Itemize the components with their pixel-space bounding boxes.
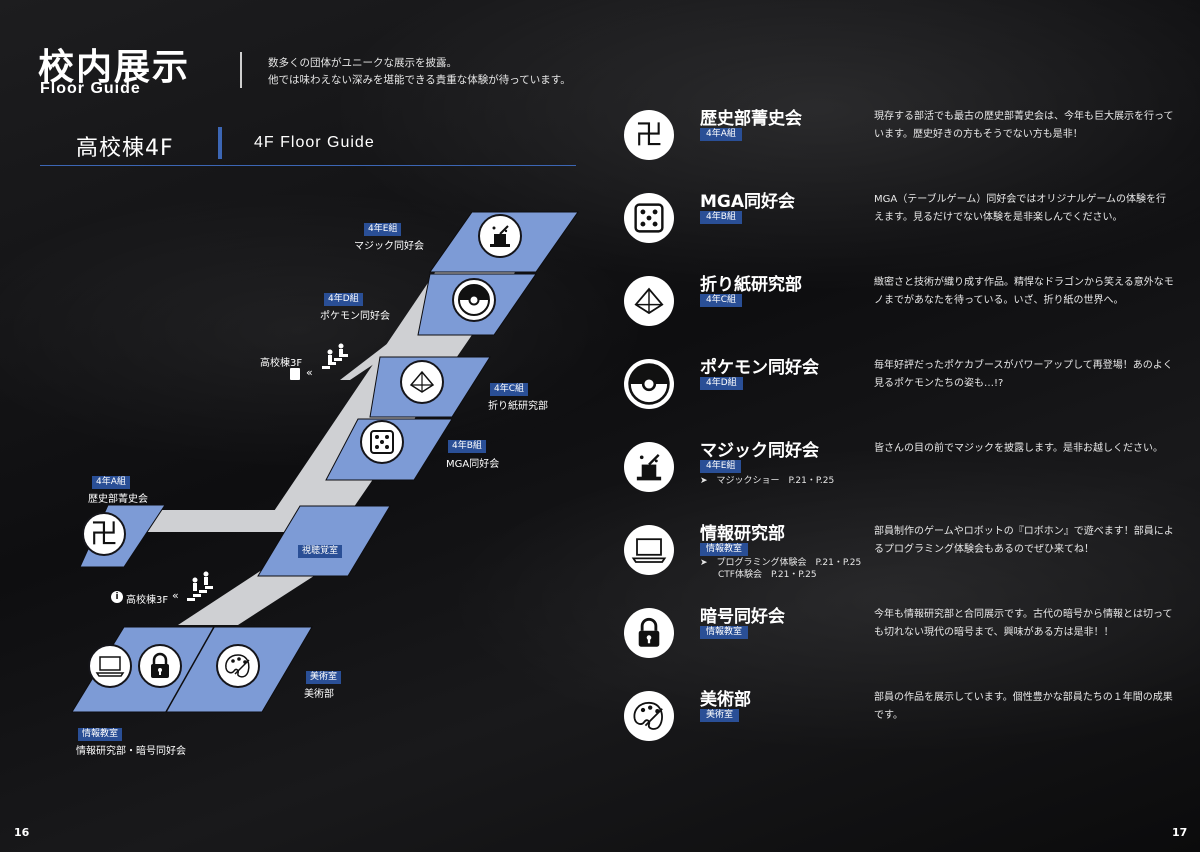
magic-hat-icon xyxy=(478,214,522,258)
club-tag: 4年B組 xyxy=(700,211,742,224)
map-tag-4a: 4年A組 xyxy=(92,476,130,489)
club-desc: 今年も情報研究部と合同展示です。古代の暗号から情報とは切っても切れない現代の暗号… xyxy=(874,609,1173,638)
club-desc: 部員の作品を展示しています。個性豊かな部員たちの１年間の成果です。 xyxy=(874,692,1173,721)
club-pokemon[interactable]: ポケモン同好会 4年D組 毎年好評だったポケカブースがパワーアップして再登場！あ… xyxy=(624,358,1184,435)
club-desc: 毎年好評だったポケカブースがパワーアップして再登場！あのよく見るポケモンたちの姿… xyxy=(874,360,1173,389)
club-tag: 4年C組 xyxy=(700,294,743,307)
info-sign-icon xyxy=(290,368,300,380)
stairs-upper-label: 高校棟3F xyxy=(260,358,303,369)
map-tag-art: 美術室 xyxy=(306,671,342,684)
club-tag: 美術室 xyxy=(700,709,740,722)
club-desc: 現存する部活でも最古の歴史部菁史会は、今年も巨大展示を行っています。歴史好きの方… xyxy=(874,111,1174,140)
intro-line-2: 他では味わえない深みを堪能できる貴重な体験が待っています。 xyxy=(268,74,571,86)
stairs-upper-icon xyxy=(322,343,348,369)
club-art[interactable]: 美術部 美術室 部員の作品を展示しています。個性豊かな部員たちの１年間の成果です… xyxy=(624,690,1184,767)
corridor-stairs-upper xyxy=(340,330,425,380)
page-number-right: 17 xyxy=(1172,826,1188,839)
palette-icon xyxy=(624,691,674,741)
corridor-history xyxy=(145,510,300,532)
intro-text: 数多くの団体がユニークな展示を披露。 他では味わえない深みを堪能できる貴重な体験… xyxy=(268,55,571,89)
floor-title-accent xyxy=(218,127,222,159)
club-event: ➤ プログラミング体験会 P.21・P.25 xyxy=(700,558,862,568)
map-label-4a: 歴史部菁史会 xyxy=(88,494,148,505)
room-divider xyxy=(165,626,215,713)
club-event: ➤ マジックショー P.21・P.25 xyxy=(700,476,835,486)
floor-rule xyxy=(40,165,576,166)
club-event: CTF体験会 P.21・P.25 xyxy=(700,570,817,580)
info-sign-icon: i xyxy=(111,591,123,603)
stairs-upper-arrow-icon: « xyxy=(306,366,313,379)
page-title: 校内展示 xyxy=(38,47,191,88)
manji-icon: 卍 xyxy=(82,512,126,556)
padlock-icon xyxy=(138,644,182,688)
room-av[interactable] xyxy=(257,505,391,577)
manji-icon: 卍 xyxy=(624,110,674,160)
dice-icon xyxy=(360,420,404,464)
club-desc: 緻密さと技術が織り成す作品。精悍なドラゴンから笑える意外なモノまでがあなたを待っ… xyxy=(874,277,1174,306)
club-magic[interactable]: マジック同好会 4年E組 ➤ マジックショー P.21・P.25 皆さんの目の前… xyxy=(624,441,1184,518)
palette-icon xyxy=(216,644,260,688)
club-origami[interactable]: 折り紙研究部 4年C組 緻密さと技術が織り成す作品。精悍なドラゴンから笑える意外… xyxy=(624,275,1184,352)
pokeball-icon xyxy=(624,359,674,409)
dice-icon xyxy=(624,193,674,243)
map-tag-4c: 4年C組 xyxy=(490,383,529,396)
map-tag-4b: 4年B組 xyxy=(448,440,486,453)
club-mga[interactable]: MGA同好会 4年B組 MGA（テーブルゲーム）同好会ではオリジナルゲームの体験… xyxy=(624,192,1184,269)
origami-crane-icon xyxy=(624,276,674,326)
map-tag-4d: 4年D組 xyxy=(324,293,363,306)
map-label-4e: マジック同好会 xyxy=(354,241,424,252)
club-name: 美術部 xyxy=(700,690,751,710)
club-desc: 皆さんの目の前でマジックを披露します。是非お越しください。 xyxy=(874,443,1163,454)
origami-crane-icon xyxy=(400,360,444,404)
club-tag: 情報教室 xyxy=(700,626,749,639)
stairs-lower-label: 高校棟3F xyxy=(126,595,169,606)
club-name: ポケモン同好会 xyxy=(700,358,819,378)
stairs-lower-arrow-icon: « xyxy=(172,589,179,602)
map-label-4b: MGA同好会 xyxy=(446,459,500,470)
club-tag: 4年D組 xyxy=(700,377,743,390)
map-label-4c: 折り紙研究部 xyxy=(488,401,548,412)
floor-title: 高校棟4F xyxy=(76,136,174,161)
map-label-info: 情報研究部・暗号同好会 xyxy=(76,746,186,757)
page-number-left: 16 xyxy=(14,826,30,839)
map-tag-info: 情報教室 xyxy=(78,728,123,741)
map-label-art: 美術部 xyxy=(304,689,334,700)
floor-map xyxy=(71,211,579,713)
club-desc: MGA（テーブルゲーム）同好会ではオリジナルゲームの体験を行えます。見るだけでな… xyxy=(874,194,1167,223)
padlock-icon xyxy=(624,608,674,658)
club-tag: 4年A組 xyxy=(700,128,742,141)
magic-hat-icon xyxy=(624,442,674,492)
club-name: 情報研究部 xyxy=(700,524,785,544)
club-tag: 情報教室 xyxy=(700,543,749,556)
laptop-icon xyxy=(88,644,132,688)
laptop-icon xyxy=(624,525,674,575)
club-history[interactable]: 卍 歴史部菁史会 4年A組 現存する部活でも最古の歴史部菁史会は、今年も巨大展示… xyxy=(624,109,1184,186)
club-name: 歴史部菁史会 xyxy=(700,109,802,129)
intro-line-1: 数多くの団体がユニークな展示を披露。 xyxy=(268,57,457,69)
floor-subtitle: 4F Floor Guide xyxy=(254,134,375,151)
club-cryptography[interactable]: 暗号同好会 情報教室 今年も情報研究部と合同展示です。古代の暗号から情報とは切っ… xyxy=(624,607,1184,684)
map-tag-av-room: 視聴覚室 xyxy=(298,545,343,558)
page-subtitle: Floor Guide xyxy=(40,80,141,97)
club-name: 折り紙研究部 xyxy=(700,275,802,295)
map-label-4d: ポケモン同好会 xyxy=(320,311,390,322)
club-name: MGA同好会 xyxy=(700,192,796,212)
club-name: 暗号同好会 xyxy=(700,607,785,627)
club-info-research[interactable]: 情報研究部 情報教室 ➤ プログラミング体験会 P.21・P.25 CTF体験会… xyxy=(624,524,1184,601)
club-name: マジック同好会 xyxy=(700,441,819,461)
club-desc: 部員制作のゲームやロボットの『ロボホン』で遊べます！部員によるプログラミング体験… xyxy=(874,526,1174,555)
pokeball-icon xyxy=(452,278,496,322)
map-tag-4e: 4年E組 xyxy=(364,223,402,236)
stairs-lower-icon xyxy=(187,571,213,601)
club-tag: 4年E組 xyxy=(700,460,742,473)
header-divider xyxy=(240,52,242,88)
